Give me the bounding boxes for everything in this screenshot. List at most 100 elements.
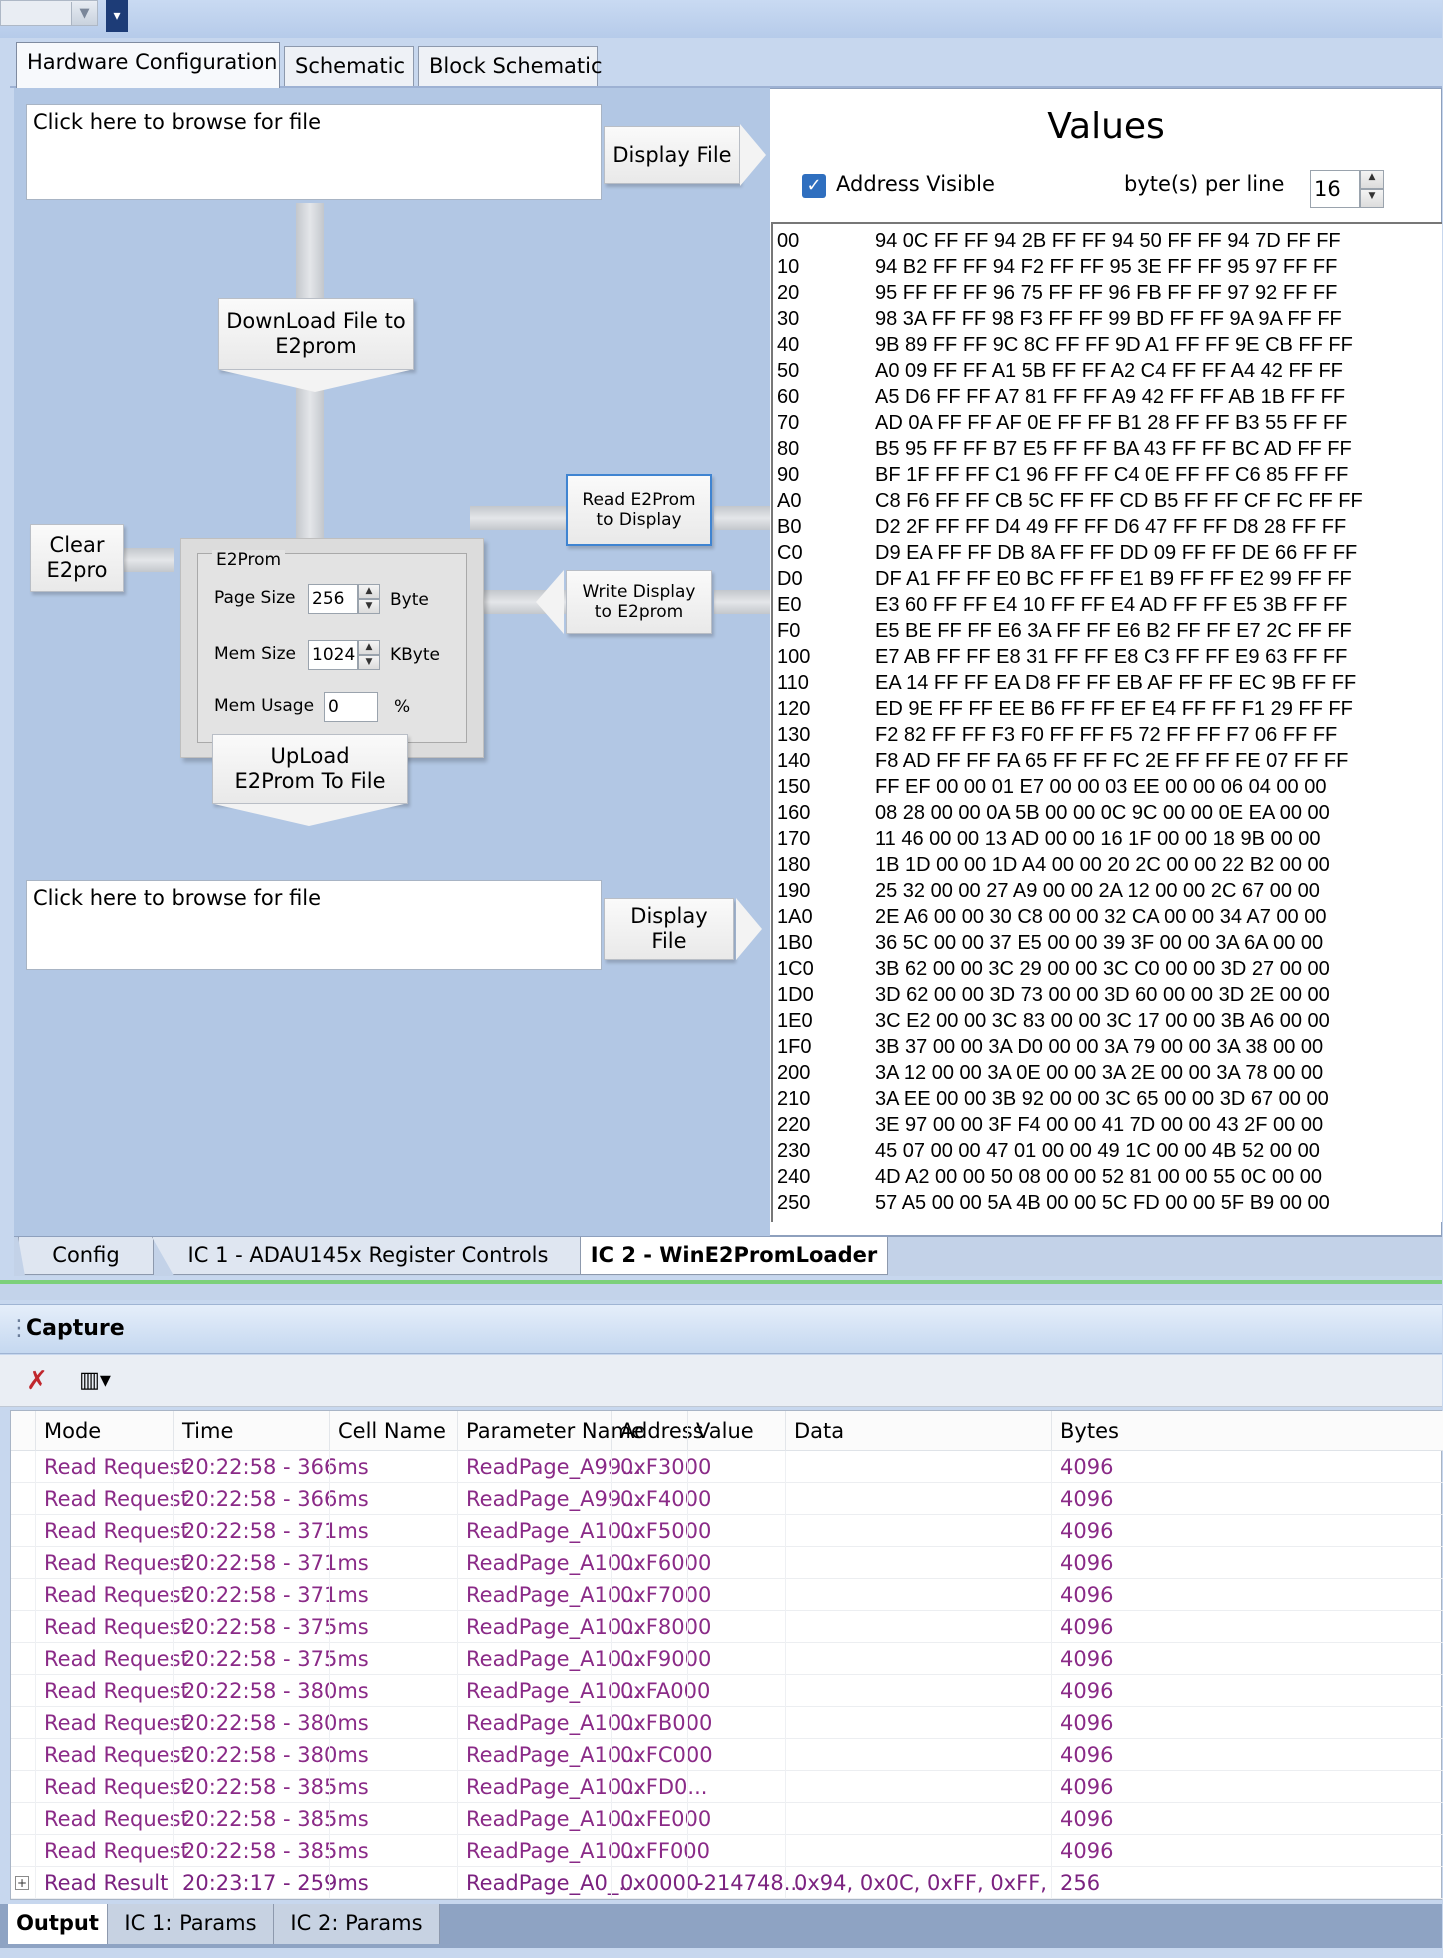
table-cell — [687, 1835, 785, 1867]
table-cell: ReadPage_A10... — [457, 1611, 641, 1643]
table-cell — [785, 1739, 1051, 1771]
table-cell: Read Request — [35, 1739, 189, 1771]
table-cell: 20:22:58 - 366ms — [173, 1483, 369, 1515]
table-cell: 0xF8000 — [611, 1611, 711, 1643]
tab-ic1-params[interactable]: IC 1: Params — [108, 1904, 274, 1944]
column-header[interactable]: Bytes — [1051, 1411, 1119, 1451]
grip-icon[interactable]: ⋮ — [8, 1316, 30, 1341]
column-header[interactable]: Data — [785, 1411, 1051, 1451]
table-cell — [687, 1579, 785, 1611]
table-cell — [785, 1515, 1051, 1547]
hex-bytes: A0 09 FF FF A1 5B FF FF A2 C4 FF FF A4 4… — [875, 360, 1343, 382]
display-label-line2: File — [651, 929, 687, 953]
table-cell — [329, 1867, 457, 1899]
display-file-button-bottom[interactable]: Display File — [604, 898, 734, 960]
table-cell: 4096 — [1051, 1483, 1113, 1515]
column-header[interactable]: Mode — [35, 1411, 173, 1451]
clear-capture-icon[interactable]: ✗ — [26, 1366, 48, 1396]
upload-e2prom-button[interactable]: UpLoad E2Prom To File — [212, 734, 408, 804]
read-e2prom-button[interactable]: Read E2Prom to Display — [566, 474, 712, 546]
tab-block-schematic[interactable]: Block Schematic — [418, 46, 603, 86]
hex-bytes: E7 AB FF FF E8 31 FF FF E8 C3 FF FF E9 6… — [875, 646, 1348, 668]
address-visible-checkbox[interactable]: ✓ — [802, 174, 826, 198]
hex-address: 190 — [777, 880, 811, 902]
table-cell: ReadPage_A10... — [457, 1771, 641, 1803]
toolbar-combo[interactable]: ▼ — [0, 0, 98, 26]
columns-chooser-icon[interactable]: ▥▾ — [79, 1368, 111, 1393]
table-cell: 0xF7000 — [611, 1579, 711, 1611]
table-cell — [687, 1643, 785, 1675]
hex-bytes: 3B 37 00 00 3A D0 00 00 3A 79 00 00 3A 3… — [875, 1036, 1324, 1058]
table-cell: 0x0000 — [611, 1867, 699, 1899]
tab-config[interactable]: Config — [18, 1237, 154, 1275]
hex-address: 1C0 — [777, 958, 814, 980]
column-header[interactable]: Value — [687, 1411, 785, 1451]
hex-address: 240 — [777, 1166, 811, 1188]
table-cell: 20:22:58 - 385ms — [173, 1835, 369, 1867]
mem-size-up-icon[interactable]: ▲ — [358, 640, 380, 655]
display-file-label: Display File — [612, 142, 732, 167]
tab-hardware-configuration[interactable]: Hardware Configuration — [16, 42, 280, 88]
expand-icon[interactable]: + — [15, 1876, 29, 1890]
clear-e2prom-button[interactable]: Clear E2pro — [30, 524, 124, 592]
mem-size-down-icon[interactable]: ▼ — [358, 655, 380, 670]
table-cell: ReadPage_A10... — [457, 1803, 641, 1835]
write-display-button[interactable]: Write Display to E2prom — [566, 570, 712, 634]
pin-dropdown-icon[interactable]: ▾ — [106, 0, 128, 32]
hex-bytes: 95 FF FF FF 96 75 FF FF 96 FB FF FF 97 9… — [875, 282, 1338, 304]
arrow-down-icon-2 — [214, 804, 404, 826]
arrow-right-icon — [740, 124, 766, 186]
table-cell: 4096 — [1051, 1547, 1113, 1579]
hex-address: C0 — [777, 542, 803, 564]
column-header[interactable]: Address — [611, 1411, 704, 1451]
table-cell: 20:22:58 - 375ms — [173, 1643, 369, 1675]
chevron-down-icon[interactable]: ▼ — [71, 2, 97, 25]
table-cell: 20:22:58 - 380ms — [173, 1707, 369, 1739]
download-file-button[interactable]: DownLoad File to E2prom — [218, 298, 414, 370]
table-cell — [329, 1803, 457, 1835]
browse-file-input-top[interactable]: Click here to browse for file — [26, 104, 602, 200]
column-header[interactable]: Parameter Name — [457, 1411, 644, 1451]
column-header[interactable]: Cell Name — [329, 1411, 457, 1451]
page-size-up-icon[interactable]: ▲ — [358, 584, 380, 599]
hex-address: 40 — [777, 334, 800, 356]
page-size-down-icon[interactable]: ▼ — [358, 599, 380, 614]
write-label-line1: Write Display — [582, 582, 696, 602]
table-cell — [785, 1451, 1051, 1483]
bytes-per-line-down-icon[interactable]: ▼ — [1360, 189, 1384, 208]
e2prom-group: E2Prom Page Size 256 ▲ ▼ Byte Mem Size 1… — [197, 550, 467, 743]
table-cell — [329, 1707, 457, 1739]
table-cell — [687, 1451, 785, 1483]
bytes-per-line-up-icon[interactable]: ▲ — [1360, 170, 1384, 189]
tab-output[interactable]: Output — [8, 1904, 108, 1944]
hex-bytes: 08 28 00 00 0A 5B 00 00 0C 9C 00 00 0E E… — [875, 802, 1330, 824]
hex-bytes: DF A1 FF FF E0 BC FF FF E1 B9 FF FF E2 9… — [875, 568, 1352, 590]
mem-size-input[interactable]: 1024 — [308, 640, 358, 670]
browse-file-input-bottom[interactable]: Click here to browse for file — [26, 880, 602, 970]
tab-ic2-params[interactable]: IC 2: Params — [274, 1904, 440, 1944]
tab-ic2-e2prom-loader[interactable]: IC 2 - WinE2PromLoader — [580, 1237, 888, 1275]
tab-ic1-register-controls[interactable]: IC 1 - ADAU145x Register Controls — [152, 1237, 584, 1275]
bytes-per-line-input[interactable]: 16 — [1310, 170, 1360, 208]
column-header[interactable]: Time — [173, 1411, 329, 1451]
display-file-button-top[interactable]: Display File — [604, 126, 740, 184]
tab-schematic[interactable]: Schematic — [284, 46, 414, 86]
page-size-input[interactable]: 256 — [308, 584, 358, 614]
table-cell: 20:22:58 - 371ms — [173, 1547, 369, 1579]
panel-splitter[interactable] — [0, 1280, 1442, 1300]
